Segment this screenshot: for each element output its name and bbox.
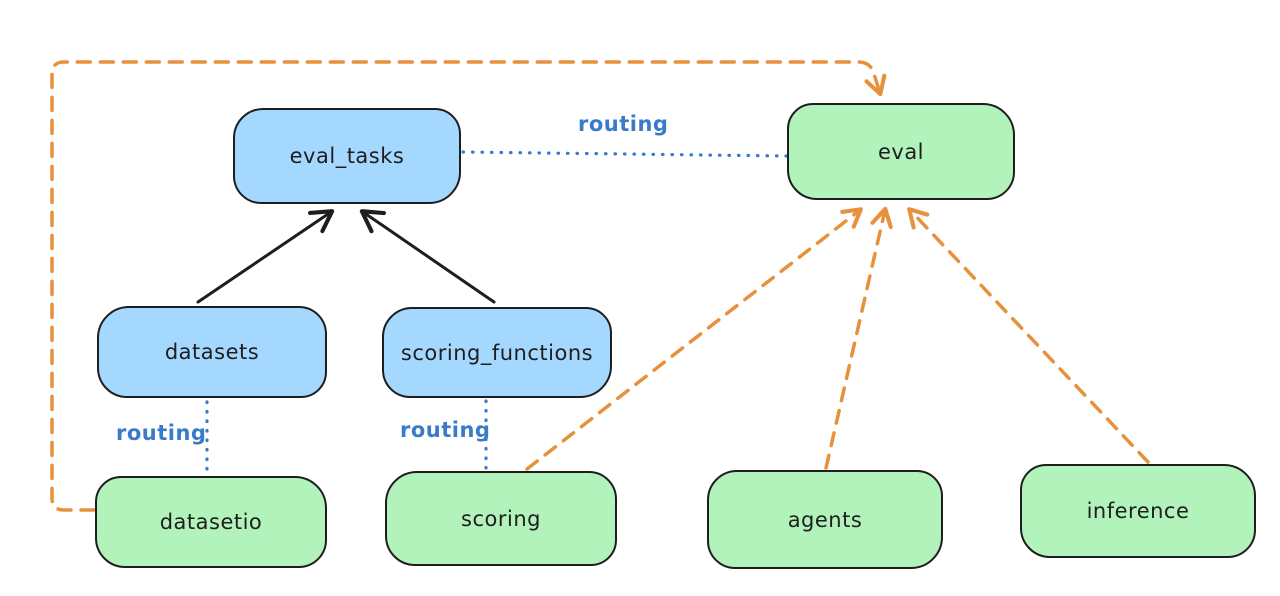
node-scoring-label: scoring: [461, 506, 541, 531]
node-agents: agents: [707, 470, 943, 569]
node-scoring_functions: scoring_functions: [382, 307, 612, 398]
node-eval_tasks-label: eval_tasks: [289, 144, 405, 168]
routing-label-scoring_functions-scoring: routing: [400, 418, 491, 442]
routing-label-eval_tasks-eval: routing: [578, 112, 669, 136]
edge-inference-to-eval: [907, 207, 1150, 464]
edge-agents-to-eval: [824, 206, 893, 470]
node-inference-label: inference: [1086, 499, 1190, 523]
node-inference: inference: [1020, 464, 1256, 558]
edge-scoring_functions-to-eval_tasks: [359, 209, 496, 304]
node-datasets: datasets: [97, 306, 327, 398]
node-eval_tasks: eval_tasks: [233, 108, 461, 204]
node-scoring: scoring: [385, 471, 617, 566]
node-scoring_functions-label: scoring_functions: [400, 340, 594, 365]
edge-eval_tasks-to-eval-routing: [461, 150, 788, 158]
node-eval-label: eval: [877, 139, 925, 164]
node-datasetio: datasetio: [95, 476, 327, 568]
node-datasetio-label: datasetio: [159, 510, 263, 534]
edge-datasets-to-eval_tasks: [196, 209, 335, 304]
node-agents-label: agents: [787, 507, 863, 532]
node-datasets-label: datasets: [164, 340, 260, 364]
node-eval: eval: [787, 103, 1015, 200]
routing-label-datasets-datasetio: routing: [116, 421, 207, 445]
